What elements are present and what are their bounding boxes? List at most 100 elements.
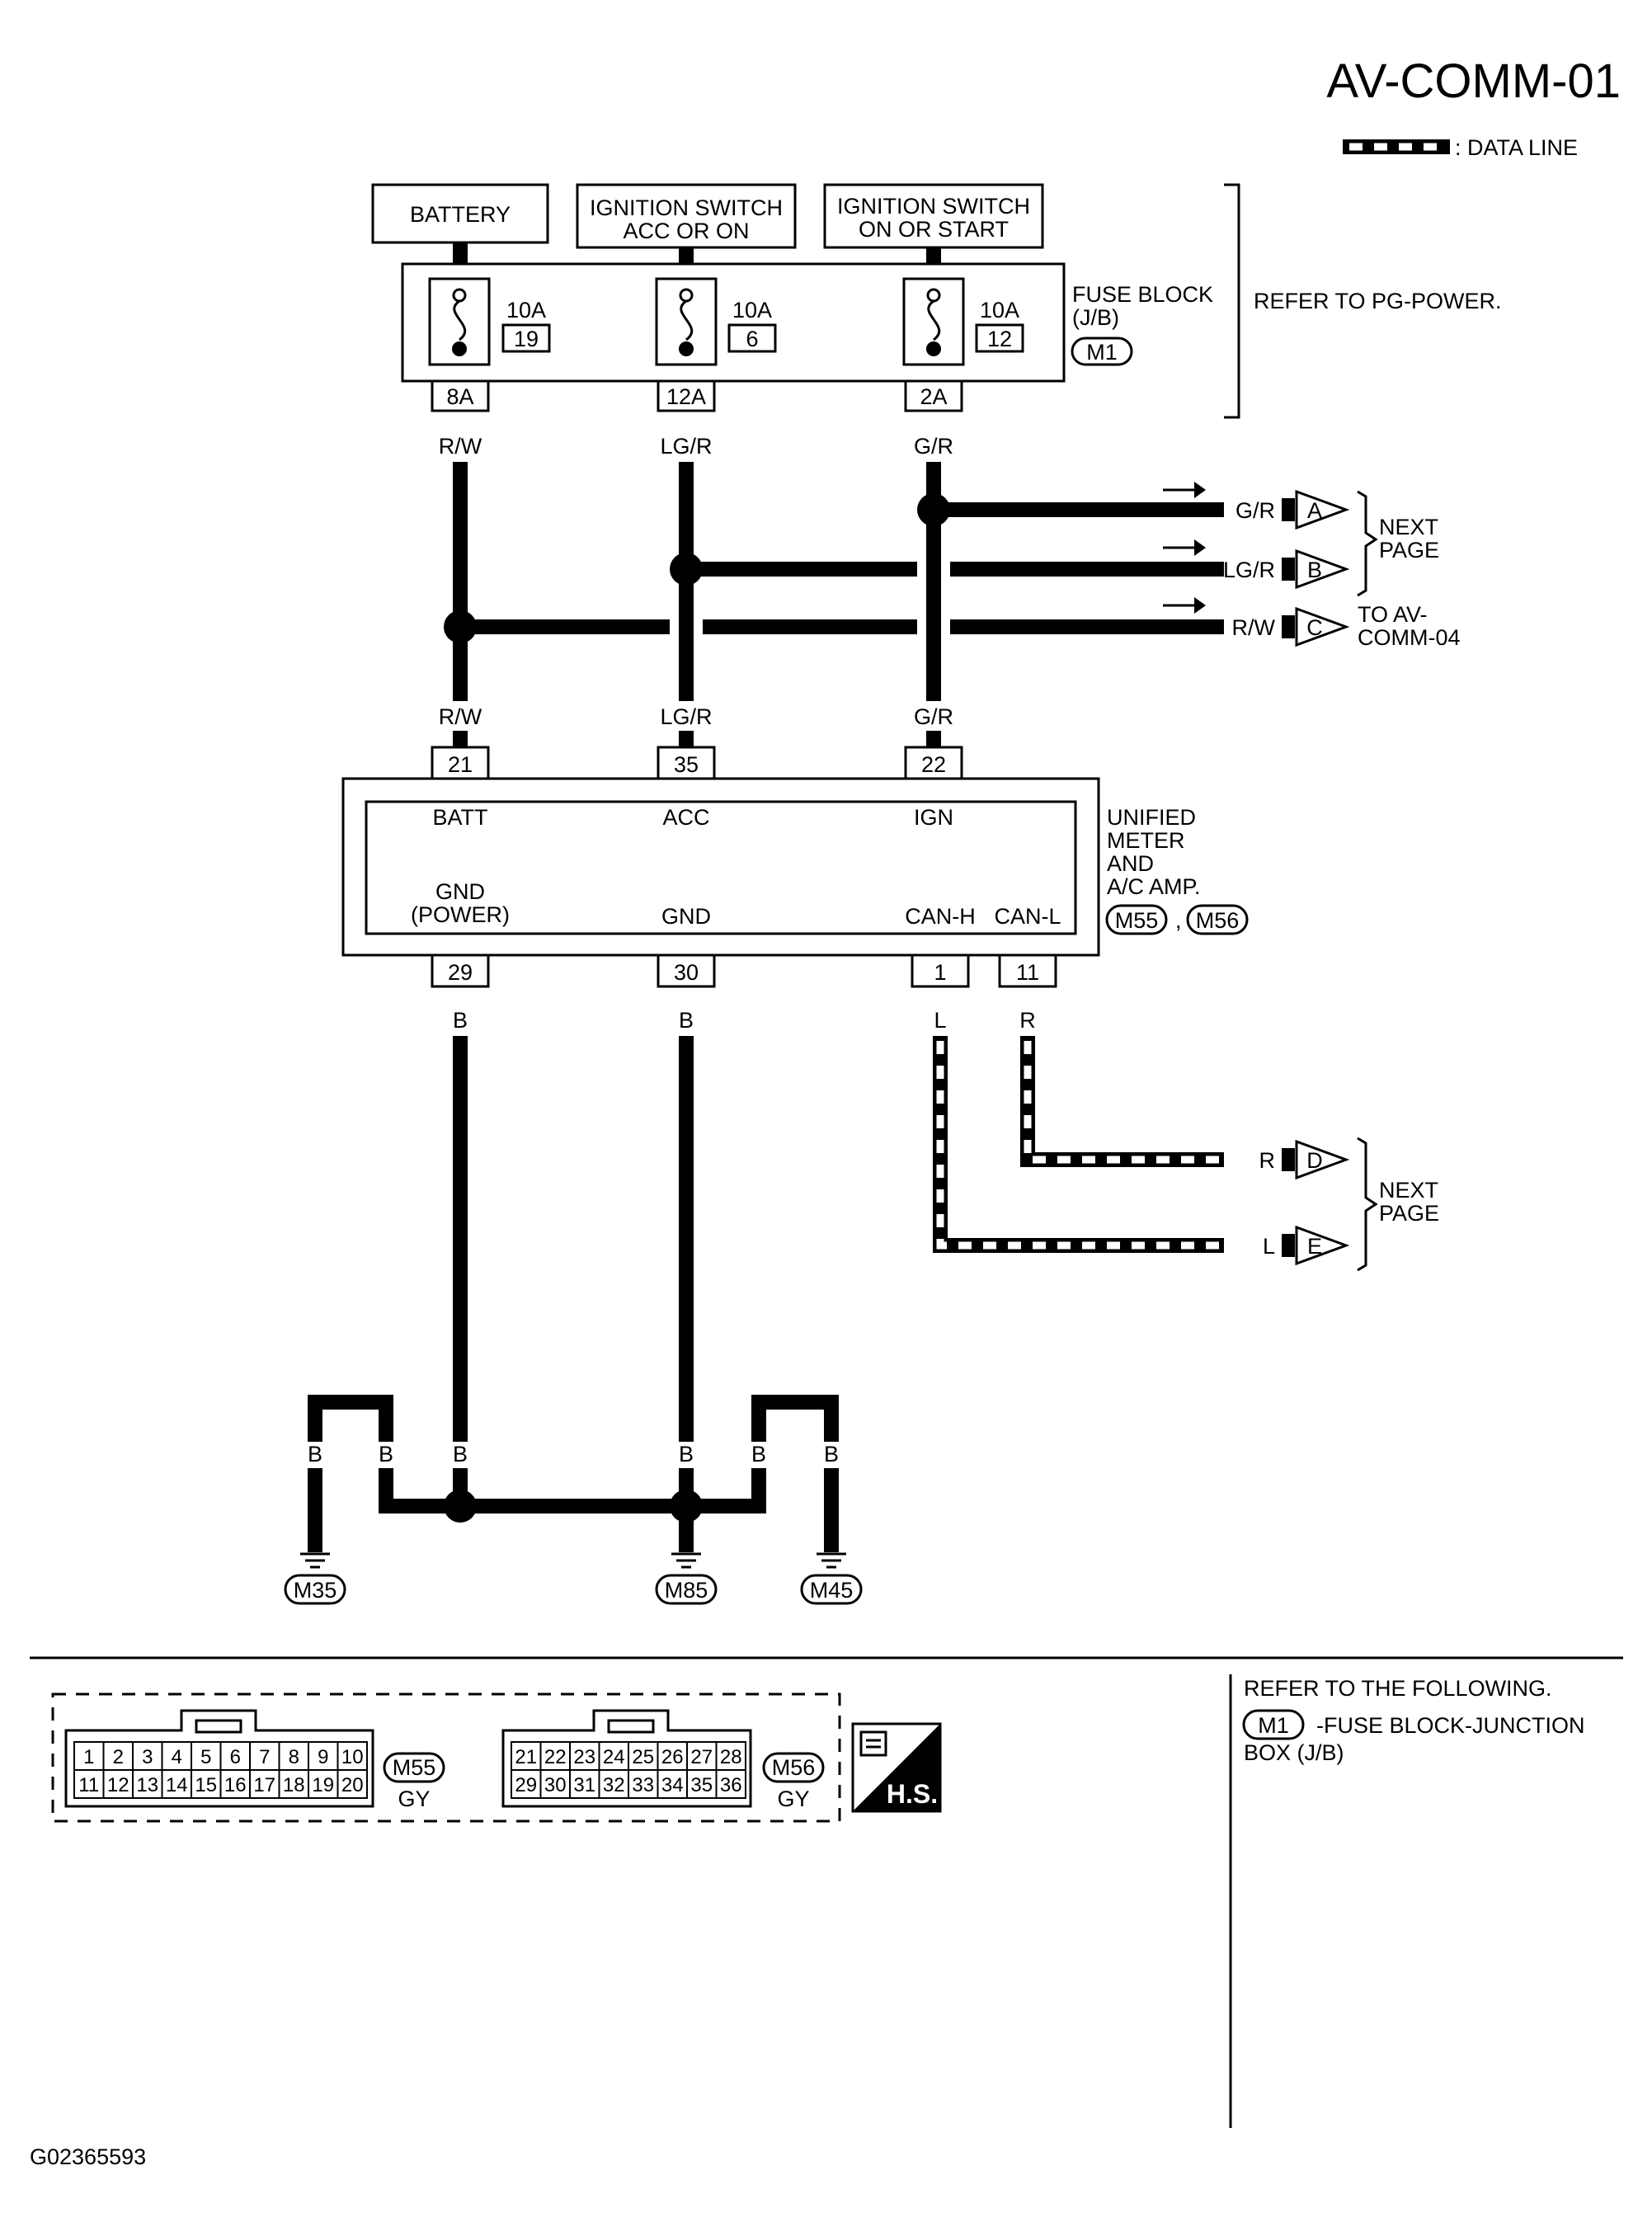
wire-color-gr-top: G/R	[914, 434, 953, 459]
ignition-acc-label-1: IGNITION SWITCH	[590, 195, 783, 220]
connector-m56-pin-cell	[511, 1741, 542, 1771]
terminal-8a: 8A	[431, 379, 490, 412]
unit-name-3: AND	[1107, 851, 1154, 876]
fuse-block-name-1: FUSE BLOCK	[1072, 282, 1213, 307]
unit-terminal-29-pin: 29	[448, 960, 473, 985]
fuse-block-name-2: (J/B)	[1072, 305, 1119, 330]
link-b[interactable]: B	[1282, 548, 1350, 590]
link-c-wire-color: R/W	[1232, 615, 1276, 640]
unit-terminal-29: 29	[431, 953, 490, 988]
unit-label-can-h: CAN-H	[905, 904, 976, 929]
fuse-19: 10A 19	[428, 277, 551, 366]
connector-m56-color: GY	[777, 1787, 809, 1811]
unit-terminal-11: 11	[998, 953, 1057, 988]
connector-m56-pin-number: 23	[573, 1746, 595, 1768]
unit-terminal-1-pin: 1	[934, 960, 946, 985]
fuse-block	[401, 262, 1066, 383]
terminal-8a-label: 8A	[446, 384, 473, 409]
connector-m55-pin-number: 2	[113, 1746, 124, 1768]
wire-color-b-g4: B	[679, 1442, 694, 1466]
connector-m55-pin-number: 3	[142, 1746, 153, 1768]
connector-m56-pin-number: 36	[720, 1774, 742, 1796]
connector-m55-pin-cell	[102, 1769, 134, 1799]
wire-color-b-g1: B	[308, 1442, 322, 1466]
connector-m55-pin-number: 9	[318, 1746, 328, 1768]
unit-label-gnd-power-1: GND	[435, 879, 485, 904]
link-d-wire-color: R	[1259, 1148, 1276, 1173]
ignition-start-label-2: ON OR START	[859, 217, 1009, 242]
link-a-wire-color: G/R	[1235, 498, 1275, 523]
wire-color-b-g5: B	[751, 1442, 766, 1466]
connector-m56-pin-number: 35	[690, 1774, 713, 1796]
terminal-2a-label: 2A	[920, 384, 947, 409]
next-page-1-line2: PAGE	[1379, 538, 1439, 563]
unit-label-gnd: GND	[661, 904, 711, 929]
unit-label-ign: IGN	[914, 805, 953, 830]
unit-label-gnd-power-2: (POWER)	[411, 902, 510, 927]
unit-terminal-22-pin: 22	[921, 752, 946, 777]
ignition-acc-label-2: ACC OR ON	[623, 219, 749, 243]
wire-color-b-g6: B	[824, 1442, 839, 1466]
connector-m55-color: GY	[398, 1787, 430, 1811]
connector-m56-pin-cell	[511, 1769, 542, 1799]
unit-name-1: UNIFIED	[1107, 805, 1196, 830]
connector-m56-pin-number: 28	[720, 1746, 742, 1768]
connector-m55-pin-cell	[191, 1769, 222, 1799]
connector-m55-pin-number: 10	[341, 1746, 364, 1768]
arrow-right-icon	[1163, 539, 1206, 556]
unit-name-2: METER	[1107, 828, 1185, 853]
terminal-2a: 2A	[904, 379, 963, 412]
connector-m56-pin-number: 24	[603, 1746, 625, 1768]
fuse-19-number: 19	[514, 327, 539, 351]
battery-label: BATTERY	[410, 202, 511, 227]
connector-m56-pin-cell	[628, 1741, 659, 1771]
unit-terminal-22: 22	[904, 746, 963, 780]
refer-line-2: -FUSE BLOCK-JUNCTION	[1316, 1713, 1585, 1738]
connector-m55-pin-number: 8	[289, 1746, 299, 1768]
link-d[interactable]: D	[1282, 1139, 1350, 1180]
arrow-right-icon	[1163, 482, 1206, 498]
ground-splice-2	[670, 1490, 703, 1523]
next-page-2-line2: PAGE	[1379, 1201, 1439, 1226]
ignition-start-box	[823, 183, 1044, 249]
connector-m55-pin-number: 13	[136, 1774, 158, 1796]
connector-m55-pin-cell	[73, 1769, 105, 1799]
connector-m56-id: M56	[772, 1755, 816, 1780]
ground-icon	[817, 1552, 846, 1569]
next-page-2-line1: NEXT	[1379, 1178, 1438, 1203]
unit-terminal-35: 35	[657, 746, 716, 780]
connector-m56-pin-cell	[657, 1741, 688, 1771]
link-c[interactable]: C	[1282, 606, 1350, 647]
refer-pg-power: REFER TO PG-POWER.	[1254, 289, 1502, 313]
fuse-12-rating: 10A	[980, 298, 1019, 322]
hs-label: H.S.	[887, 1779, 938, 1809]
connector-m56-pin-number: 27	[690, 1746, 713, 1768]
connector-m56-pin-number: 32	[603, 1774, 625, 1796]
fuse-12: 10A 12	[902, 277, 1024, 366]
connector-m55-pin-cell	[161, 1769, 192, 1799]
connector-m55-pin-number: 12	[107, 1774, 129, 1796]
data-line-legend: : DATA LINE	[1343, 135, 1578, 160]
wire-color-b-g3: B	[453, 1442, 468, 1466]
connector-m55-pin-cell	[249, 1741, 280, 1771]
wire-color-lgr-top: LG/R	[660, 434, 712, 459]
arrow-right-icon	[1163, 597, 1206, 614]
unit-name-4: A/C AMP.	[1107, 874, 1201, 899]
ground-m85: M85	[665, 1578, 708, 1603]
unit-terminal-35-pin: 35	[674, 752, 699, 777]
wire-color-rw-top: R/W	[439, 434, 482, 459]
connector-m55-pin-number: 6	[230, 1746, 241, 1768]
connector-m55-pin-number: 19	[312, 1774, 334, 1796]
wire-color-lgr-bottom: LG/R	[660, 704, 712, 729]
wire-color-rw-bottom: R/W	[439, 704, 482, 729]
link-a[interactable]: A	[1282, 489, 1350, 530]
link-e[interactable]: E	[1282, 1225, 1350, 1266]
fuse-6-rating: 10A	[732, 298, 772, 322]
connector-m56-pin-number: 21	[515, 1746, 537, 1768]
splice-rw	[444, 610, 477, 643]
connector-m56-pin-number: 30	[544, 1774, 567, 1796]
ground-icon	[300, 1552, 330, 1569]
refer-line-1: REFER TO THE FOLLOWING.	[1244, 1676, 1552, 1701]
wire-color-gr-bottom: G/R	[914, 704, 953, 729]
